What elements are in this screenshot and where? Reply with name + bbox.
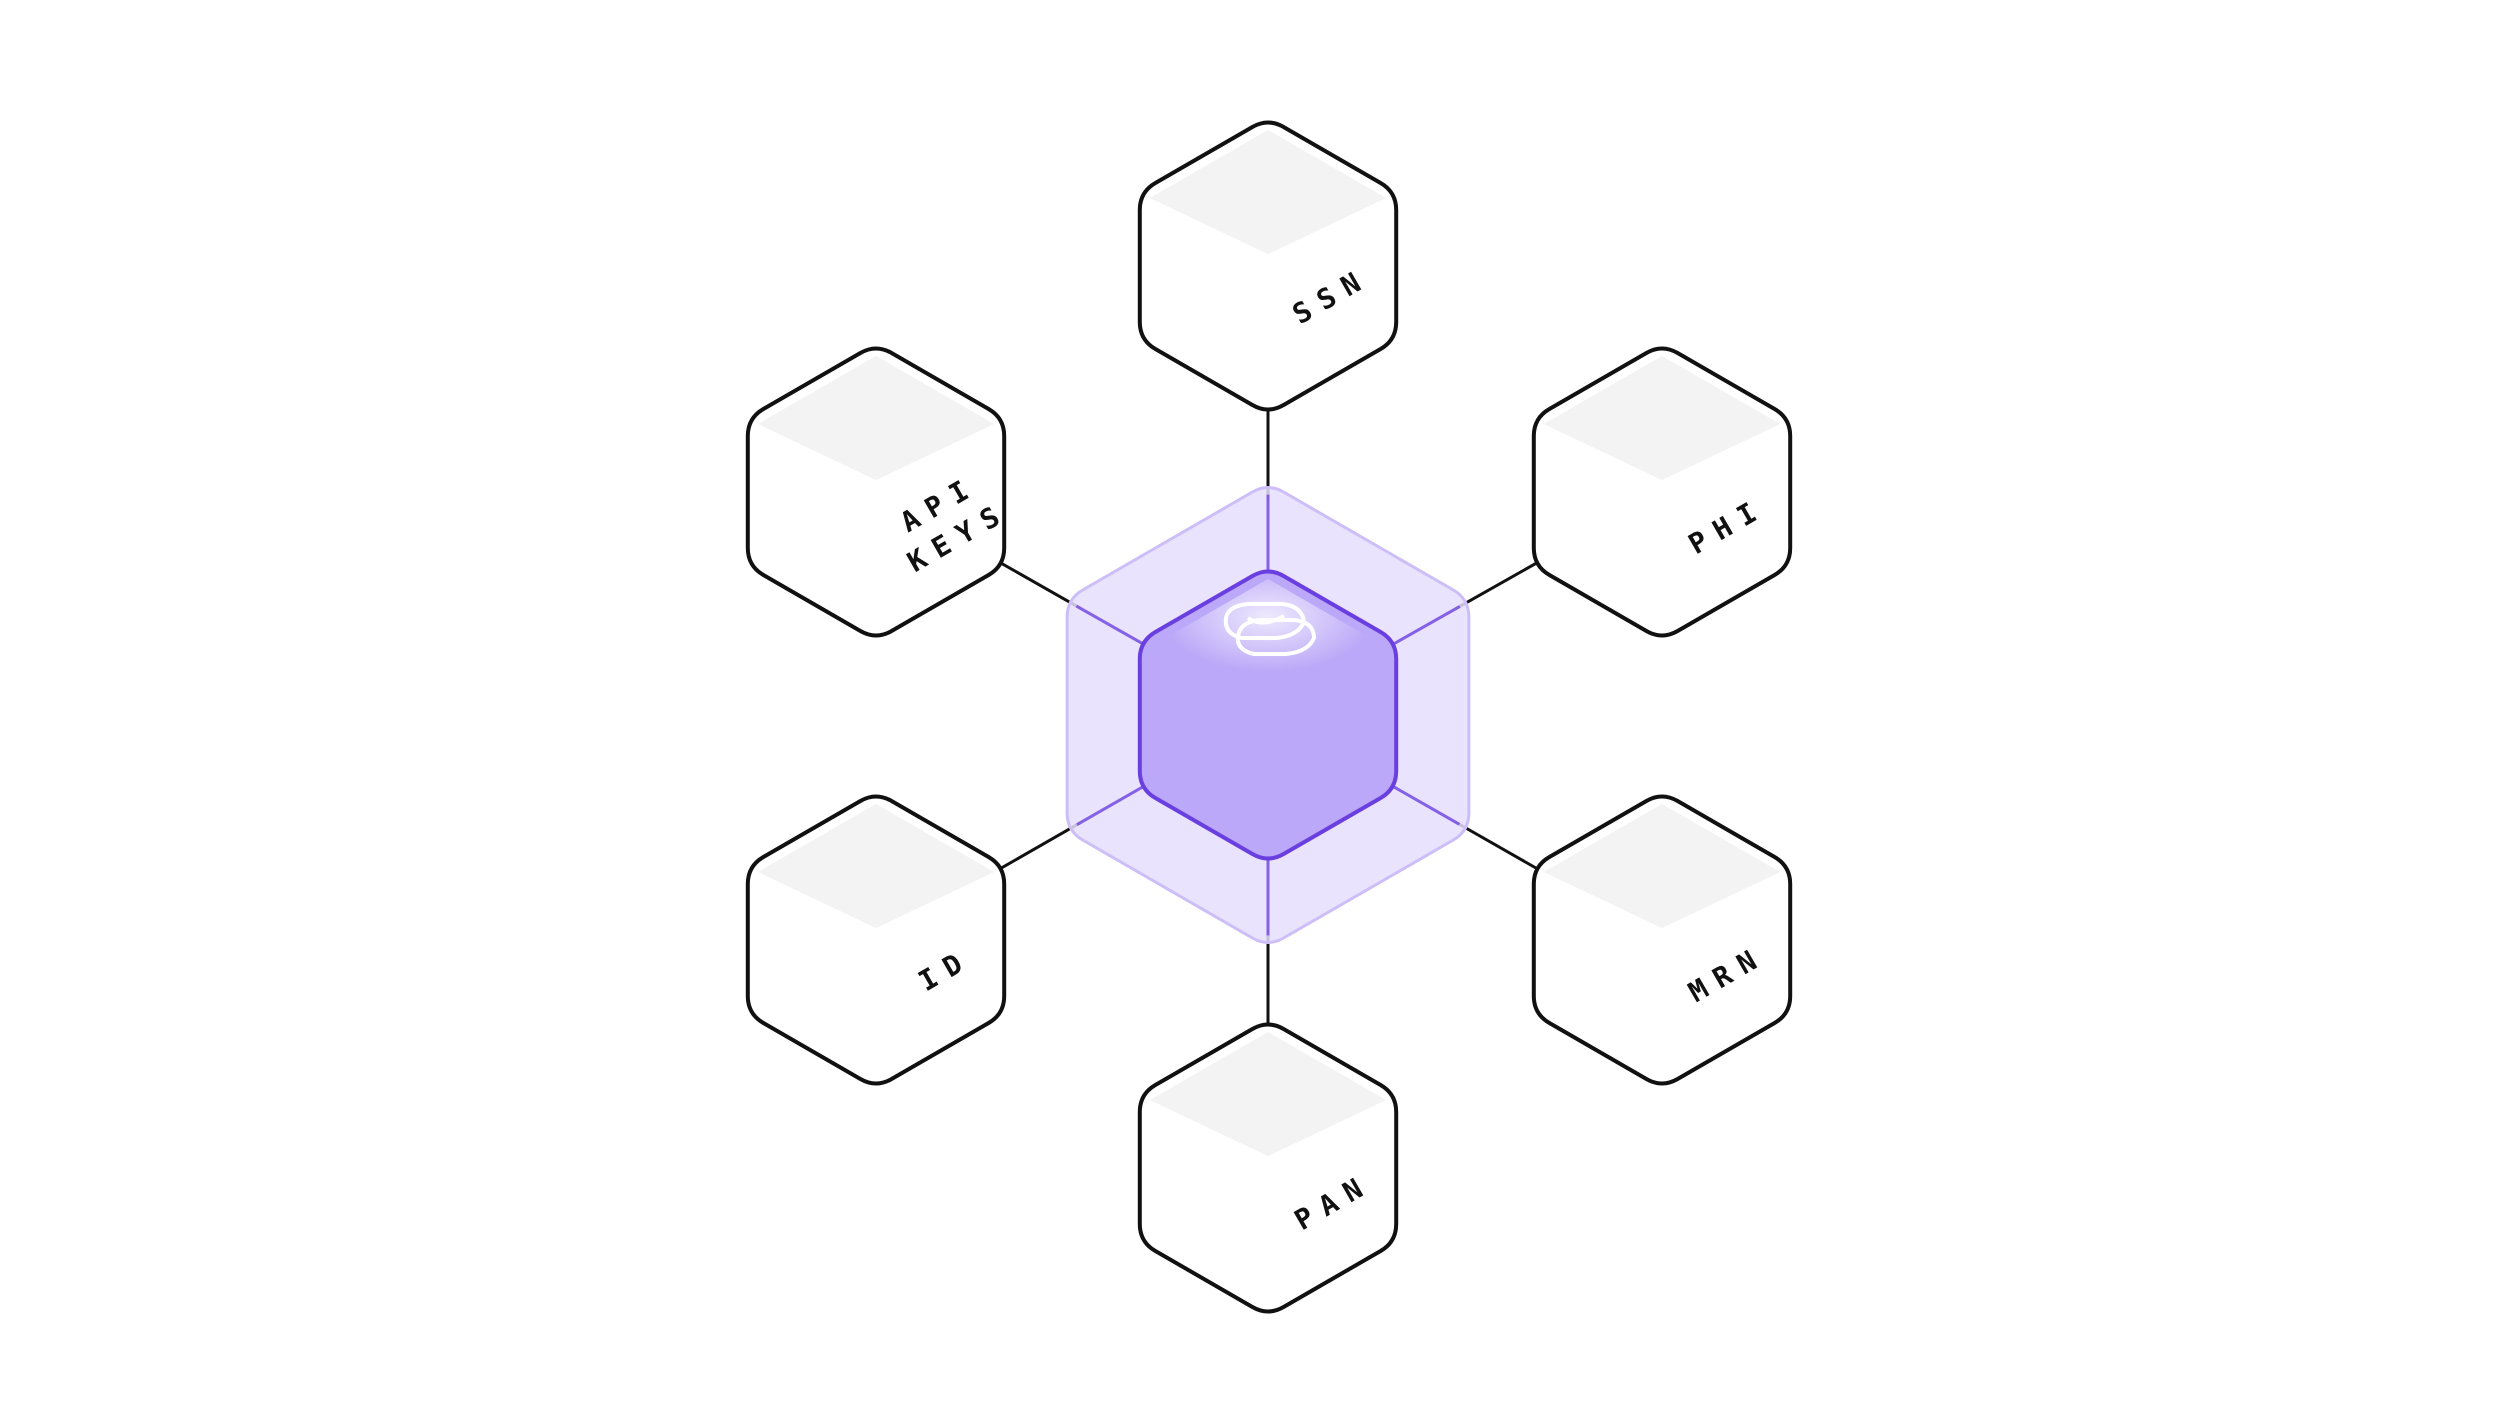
node-ssn-top-face [1149,130,1387,255]
connector-mrn-outer [1454,820,1544,874]
node-api-keys: APIKEYS [745,346,1015,638]
connector-phi-outer [1455,558,1543,611]
node-pan-top-face [1149,1032,1387,1157]
node-phi-top-face [1543,356,1781,481]
connector-api-keys-halo [1075,604,1153,651]
node-api-keys-top-face [757,356,995,481]
node-id-top-face [757,804,995,929]
connector-phi-halo [1383,605,1461,651]
node-mrn-top-face [1543,804,1781,929]
node-phi: PHI [1531,346,1793,638]
connector-id-halo [1076,780,1154,827]
connector-mrn-halo [1382,779,1461,826]
connector-api-keys-outer [994,558,1082,610]
node-ssn: SSN [1137,120,1399,412]
central-hub [1137,569,1399,861]
data-type-nodes: SSN PHI MRN PAN ID APIKEYS [745,120,1793,1314]
connector-id-outer [994,821,1082,873]
node-mrn: MRN [1531,794,1793,1086]
node-id: ID [745,794,1007,1086]
hub-top-face [1149,579,1387,704]
node-pan: PAN [1137,1022,1399,1314]
stacked-rings-logo-icon [1223,602,1316,656]
